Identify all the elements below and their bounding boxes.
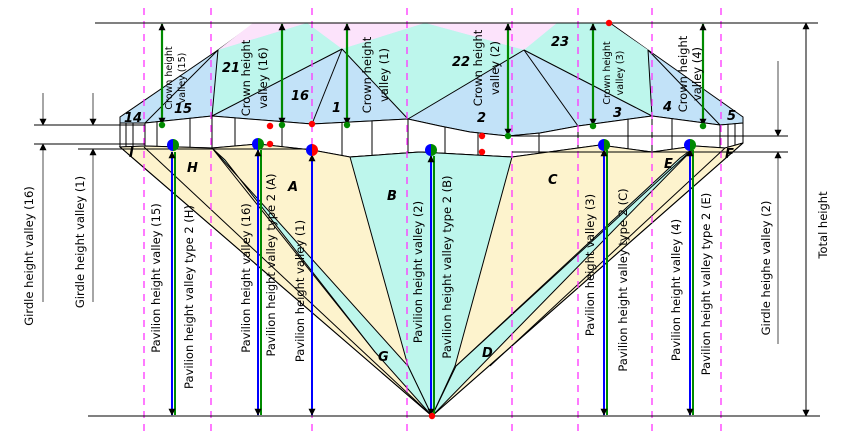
facet-H: H: [187, 161, 198, 176]
total-height-label: Total height: [816, 191, 830, 260]
red-point: [266, 140, 274, 148]
pavilion-label-4: Pavilion height valley (4): [669, 219, 683, 361]
red-point: [478, 132, 486, 140]
facet-15: 15: [174, 102, 192, 117]
marker-half-green: [690, 139, 696, 151]
facet-3: 3: [613, 106, 622, 121]
green-point: [158, 121, 166, 129]
marker-half-blue: [425, 144, 431, 156]
pavilion-label-2: Pavilion height valley (2): [411, 201, 425, 343]
pavilion-label-15: Pavilion height valley (15): [149, 203, 163, 353]
green-point: [504, 132, 512, 140]
pavilion-label-3: Pavilion height valley (3): [583, 194, 597, 336]
marker-half-green: [604, 139, 610, 151]
pavilion-label-type2-C: Pavilion height valley type 2 (C): [616, 188, 630, 371]
facet-A: A: [287, 180, 298, 195]
marker-half-blue: [306, 144, 312, 156]
crown-label-15-line2: valley (15): [177, 53, 188, 104]
bezel-facet-22: [342, 23, 524, 119]
facet-E: E: [664, 157, 673, 172]
red-point: [478, 148, 486, 156]
crown-label-4-line2: valley (4): [690, 47, 704, 101]
marker-half-green: [431, 144, 437, 156]
facet-1: 1: [332, 101, 341, 116]
crown-label-2-line1: Crown height: [471, 29, 485, 106]
girdle-label-16: Girdle height valley (16): [22, 186, 36, 326]
valley-point-marker: [252, 138, 264, 150]
star-facet-pink: [425, 23, 557, 50]
facet-4: 4: [662, 100, 672, 115]
facet-14: 14: [124, 111, 142, 126]
pavilion-facet-G: [212, 148, 433, 417]
crown-labels: Crown height valley (15) Crown height va…: [164, 29, 704, 116]
facet-B: B: [387, 189, 397, 204]
valley-points: [158, 19, 707, 420]
marker-half-green: [258, 138, 264, 150]
crown-label-1-line1: Crown height: [360, 36, 374, 113]
facet-G: G: [378, 350, 389, 365]
marker-half-red: [312, 144, 318, 156]
pavilion-label-type2-A: Pavilion height valley type 2 (A): [264, 173, 278, 356]
marker-half-blue: [684, 139, 690, 151]
facet-22: 22: [452, 55, 470, 70]
crown-height-arrows: [158, 23, 707, 136]
bezel-facet-21: [212, 23, 342, 116]
red-point: [308, 120, 316, 128]
facet-2: 2: [477, 111, 486, 126]
crown-label-16-line2: valley (16): [256, 47, 270, 108]
green-point: [699, 122, 707, 130]
red-point: [428, 412, 436, 420]
pavilion-facet-D: [431, 146, 696, 417]
facet-names: 14 15 21 16 1 22 2 23 3 4 5 I H A B C E …: [124, 35, 736, 365]
reference-lines: [34, 22, 820, 417]
red-point: [266, 122, 274, 130]
crown-label-1-line2: valley (1): [377, 48, 391, 102]
crown-label-15-line1: Crown height: [164, 46, 175, 110]
crown-label-2-line2: valley (2): [488, 41, 502, 95]
facet-C: C: [548, 173, 558, 188]
crown-label-4-line1: Crown height: [676, 35, 690, 112]
girdle-facet-lines: [125, 116, 736, 156]
facet-16: 16: [291, 89, 309, 104]
valley-point-marker: [684, 139, 696, 151]
marker-half-blue: [252, 138, 258, 150]
facet-23: 23: [551, 35, 569, 50]
crown-label-3-line2: valley (3): [615, 51, 626, 96]
girdle-dimension-arrows: [39, 22, 810, 417]
red-point: [605, 19, 613, 27]
facet-I: I: [129, 146, 134, 161]
facet-21: 21: [222, 61, 240, 76]
star-facet-pink: [307, 23, 425, 49]
green-point: [343, 121, 351, 129]
crown-label-3-line1: Crown height: [602, 41, 613, 105]
pavilion-label-type2-H: Pavilion height valley type 2 (H): [182, 205, 196, 389]
marker-half-green: [173, 139, 179, 151]
bezel-facet-23: [524, 23, 652, 116]
green-point: [589, 122, 597, 130]
girdle-label-2: Girdle heighe valley (2): [759, 201, 773, 336]
pavilion-label-16: Pavilion height valley (16): [239, 203, 253, 353]
pavilion-height-arrows: [168, 149, 694, 416]
marker-half-blue: [598, 139, 604, 151]
valley-point-marker: [598, 139, 610, 151]
crown-label-16-line1: Crown height: [239, 39, 253, 116]
facet-F: F: [725, 147, 734, 162]
girdle-labels: Girdle height valley (16) Girdle height …: [22, 176, 830, 336]
facet-D: D: [482, 346, 493, 361]
pavilion-label-type2-E: Pavilion height valley type 2 (E): [699, 193, 713, 375]
pavilion-label-type2-B: Pavilion height valley type 2 (B): [440, 175, 454, 358]
valley-point-marker: [425, 144, 437, 156]
valley-point-marker: [167, 139, 179, 151]
valley-point-marker: [306, 144, 318, 156]
facet-5: 5: [727, 109, 736, 124]
pavilion-label-1: Pavilion height valley (1): [293, 220, 307, 362]
pavilion-labels: Pavilion height valley (15) Pavilion hei…: [149, 173, 713, 388]
marker-half-blue: [167, 139, 173, 151]
girdle-label-1: Girdle height valley (1): [73, 176, 87, 308]
green-point: [278, 121, 286, 129]
